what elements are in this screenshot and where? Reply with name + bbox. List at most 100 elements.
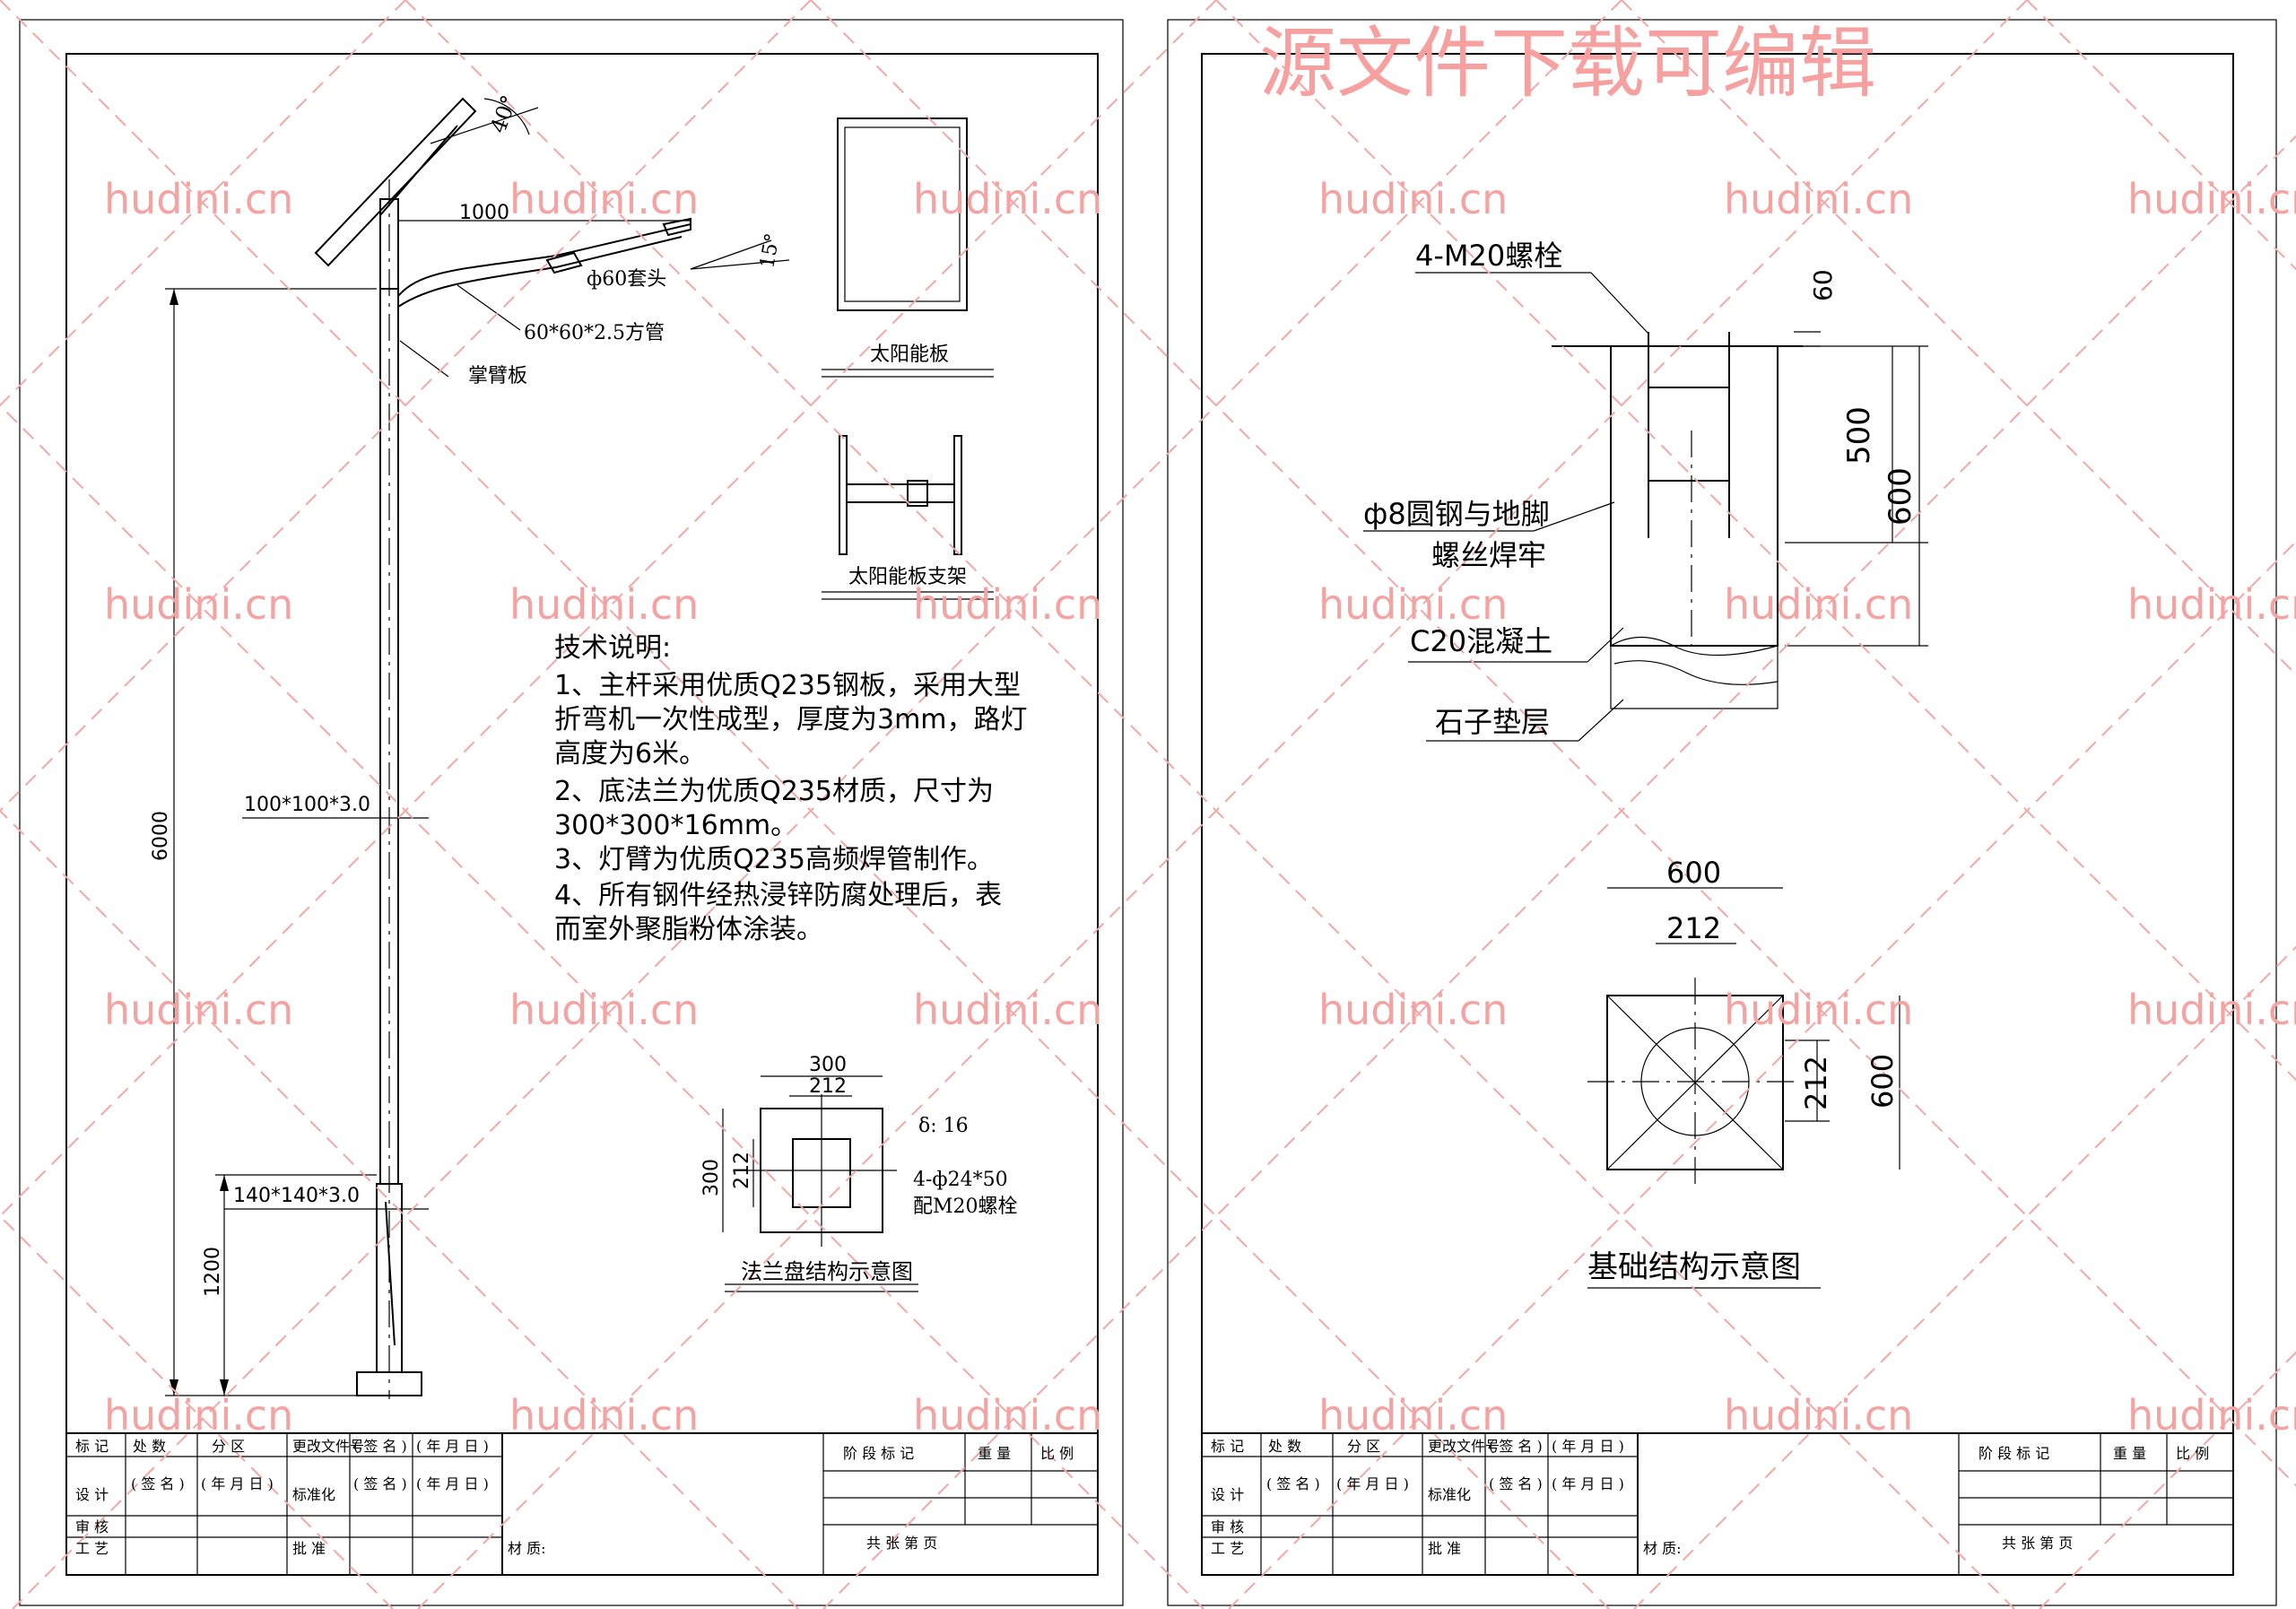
watermark-site-text: hudini.cn — [913, 986, 1102, 1034]
title-block-right-text: 标 记 处 数 分 区 更改文件号 ( 签 名 ) ( 年 月 日 ) 设 计 … — [1211, 1438, 2209, 1557]
watermark-site-text: hudini.cn — [104, 580, 293, 629]
watermark-line — [12, 0, 1622, 1609]
tb-process: 工 艺 — [1211, 1540, 1244, 1557]
rebar-label-1: ф8圆钢与地脚 — [1363, 497, 1550, 531]
watermark-site-text: hudini.cn — [1318, 986, 1508, 1034]
tb-count: 处 数 — [1268, 1438, 1301, 1455]
watermark-line — [0, 1214, 394, 1609]
tech-note-line: 3、灯臂为优质Q235高频焊管制作。 — [554, 844, 994, 875]
tb-standard: 标准化 — [1428, 1486, 1471, 1503]
bolt-label: 4-M20螺栓 — [1415, 239, 1562, 273]
watermark-site-text: hudini.cn — [913, 1391, 1102, 1439]
watermark-site-text: hudini.cn — [509, 175, 699, 223]
tb-sign: ( 签 名 ) — [1489, 1438, 1543, 1455]
watermark-banner: 源文件下载可编辑 — [1259, 19, 1876, 109]
watermark-site-text: hudini.cn — [104, 1391, 293, 1439]
tb-approve: 批 准 — [1428, 1540, 1461, 1557]
tech-notes-title: 技术说明: — [554, 632, 671, 664]
watermark-site-text: hudini.cn — [1724, 986, 1913, 1034]
sleeve-label: ф60套头 — [587, 268, 666, 291]
tb-sign-3: ( 签 名 ) — [353, 1475, 407, 1492]
height-base-label: 1200 — [202, 1247, 224, 1297]
watermark-line — [0, 0, 406, 407]
watermark-site-text: hudini.cn — [104, 986, 293, 1034]
tb-date-2: ( 年 月 日 ) — [1336, 1475, 1409, 1492]
tb-mark: 标 记 — [75, 1438, 109, 1455]
watermark-site-text: hudini.cn — [2127, 580, 2296, 629]
arm-tube-label: 60*60*2.5方管 — [524, 322, 665, 344]
lamp-plate-label: 掌臂板 — [468, 365, 527, 387]
plan-inner-dim: 212 — [1666, 911, 1721, 945]
flange-outer-dim-v: 300 — [700, 1159, 723, 1196]
watermark-site-text: hudini.cn — [104, 175, 293, 223]
watermark-site-text: hudini.cn — [1318, 175, 1508, 223]
tb-date-3: ( 年 月 日 ) — [1552, 1475, 1624, 1492]
right-sheet-frame — [1167, 19, 2277, 1606]
watermark-line — [0, 0, 1217, 1218]
tech-note-line: 折弯机一次性成型，厚度为3mm，路灯 — [554, 704, 1028, 735]
tech-note-line: 高度为6米。 — [554, 738, 706, 770]
tb-design: 设 计 — [1211, 1486, 1244, 1503]
title-block-left-text: 标 记 处 数 分 区 更改文件号 ( 签 名 ) ( 年 月 日 ) 设 计 … — [75, 1438, 1074, 1557]
height-total-label: 6000 — [150, 811, 172, 861]
tb-mark: 标 记 — [1211, 1438, 1244, 1455]
tb-approve: 批 准 — [292, 1540, 326, 1557]
solar-panel-view — [822, 117, 994, 378]
tech-note-line: 300*300*16mm。 — [554, 810, 797, 841]
tb-scale: 比 例 — [2176, 1445, 2209, 1462]
plan-inner-dim-v: 212 — [1799, 1056, 1833, 1110]
section-upper-label: 100*100*3.0 — [244, 794, 370, 816]
tech-note-line: 4、所有钢件经热浸锌防腐处理后，表 — [554, 880, 1002, 911]
flange-bolts-label: 4-ф24*50 — [913, 1169, 1008, 1191]
watermark-site-text: hudini.cn — [509, 1391, 699, 1439]
tb-design: 设 计 — [75, 1486, 109, 1503]
flange-inner-dim: 212 — [809, 1075, 847, 1098]
solar-panel-caption: 太阳能板 — [870, 344, 949, 366]
watermark-site-text: hudini.cn — [2127, 175, 2296, 223]
watermark-texts: hudini.cn hudini.cn hudini.cn hudini.cn hudi… — [104, 175, 2296, 1439]
watermark-site-text: hudini.cn — [2127, 986, 2296, 1034]
watermark-line — [1215, 0, 2296, 1082]
flange-view — [722, 1075, 918, 1292]
plan-caption: 基础结构示意图 — [1587, 1249, 1801, 1285]
foundation-plan — [1587, 887, 1900, 1289]
tb-doc: 更改文件号 — [1428, 1438, 1500, 1455]
watermark-line — [2039, 1351, 2296, 1609]
dim-mid-label: 500 — [1841, 406, 1877, 465]
watermark-site-text: hudini.cn — [913, 580, 1102, 629]
plan-outer-dim: 600 — [1666, 856, 1721, 890]
tb-standard: 标准化 — [292, 1486, 335, 1503]
dim-top-label: 60 — [1808, 269, 1838, 301]
solar-bracket-caption: 太阳能板支架 — [848, 566, 967, 588]
tb-date-3: ( 年 月 日 ) — [416, 1475, 489, 1492]
watermark-line — [1621, 0, 2296, 676]
tb-stage: 阶 段 标 记 — [843, 1445, 914, 1462]
watermark-line — [2026, 0, 2296, 271]
watermark-site-text: hudini.cn — [509, 580, 699, 629]
watermark-site-text: hudini.cn — [2127, 1391, 2296, 1439]
flange-outer-dim: 300 — [809, 1054, 847, 1076]
tb-sign-2: ( 签 名 ) — [1266, 1475, 1320, 1492]
watermark-line — [0, 0, 812, 813]
tb-sign-2: ( 签 名 ) — [131, 1475, 185, 1492]
arm-length-label: 1000 — [459, 202, 509, 224]
tb-doc: 更改文件号 — [292, 1438, 364, 1455]
watermark-site-text: hudini.cn — [913, 175, 1102, 223]
tb-process: 工 艺 — [75, 1540, 109, 1557]
pole-drawing — [165, 97, 790, 1399]
watermark-line — [404, 0, 2015, 1609]
watermark-site-text: hudini.cn — [1724, 1391, 1913, 1439]
concrete-label: C20混凝土 — [1410, 624, 1552, 658]
foundation-section — [1363, 272, 1928, 742]
tb-sign-3: ( 签 名 ) — [1489, 1475, 1543, 1492]
tb-material: 材 质: — [1643, 1540, 1681, 1557]
rebar-label-2: 螺丝焊牢 — [1431, 538, 1546, 572]
tb-zone: 分 区 — [1347, 1438, 1380, 1455]
tb-review: 审 核 — [75, 1518, 109, 1535]
tb-scale: 比 例 — [1040, 1445, 1074, 1462]
solar-bracket-view — [822, 435, 994, 600]
watermark-site-text: hudini.cn — [1318, 1391, 1508, 1439]
watermark-site-text: hudini.cn — [1724, 580, 1913, 629]
watermark-line — [0, 0, 1610, 1609]
